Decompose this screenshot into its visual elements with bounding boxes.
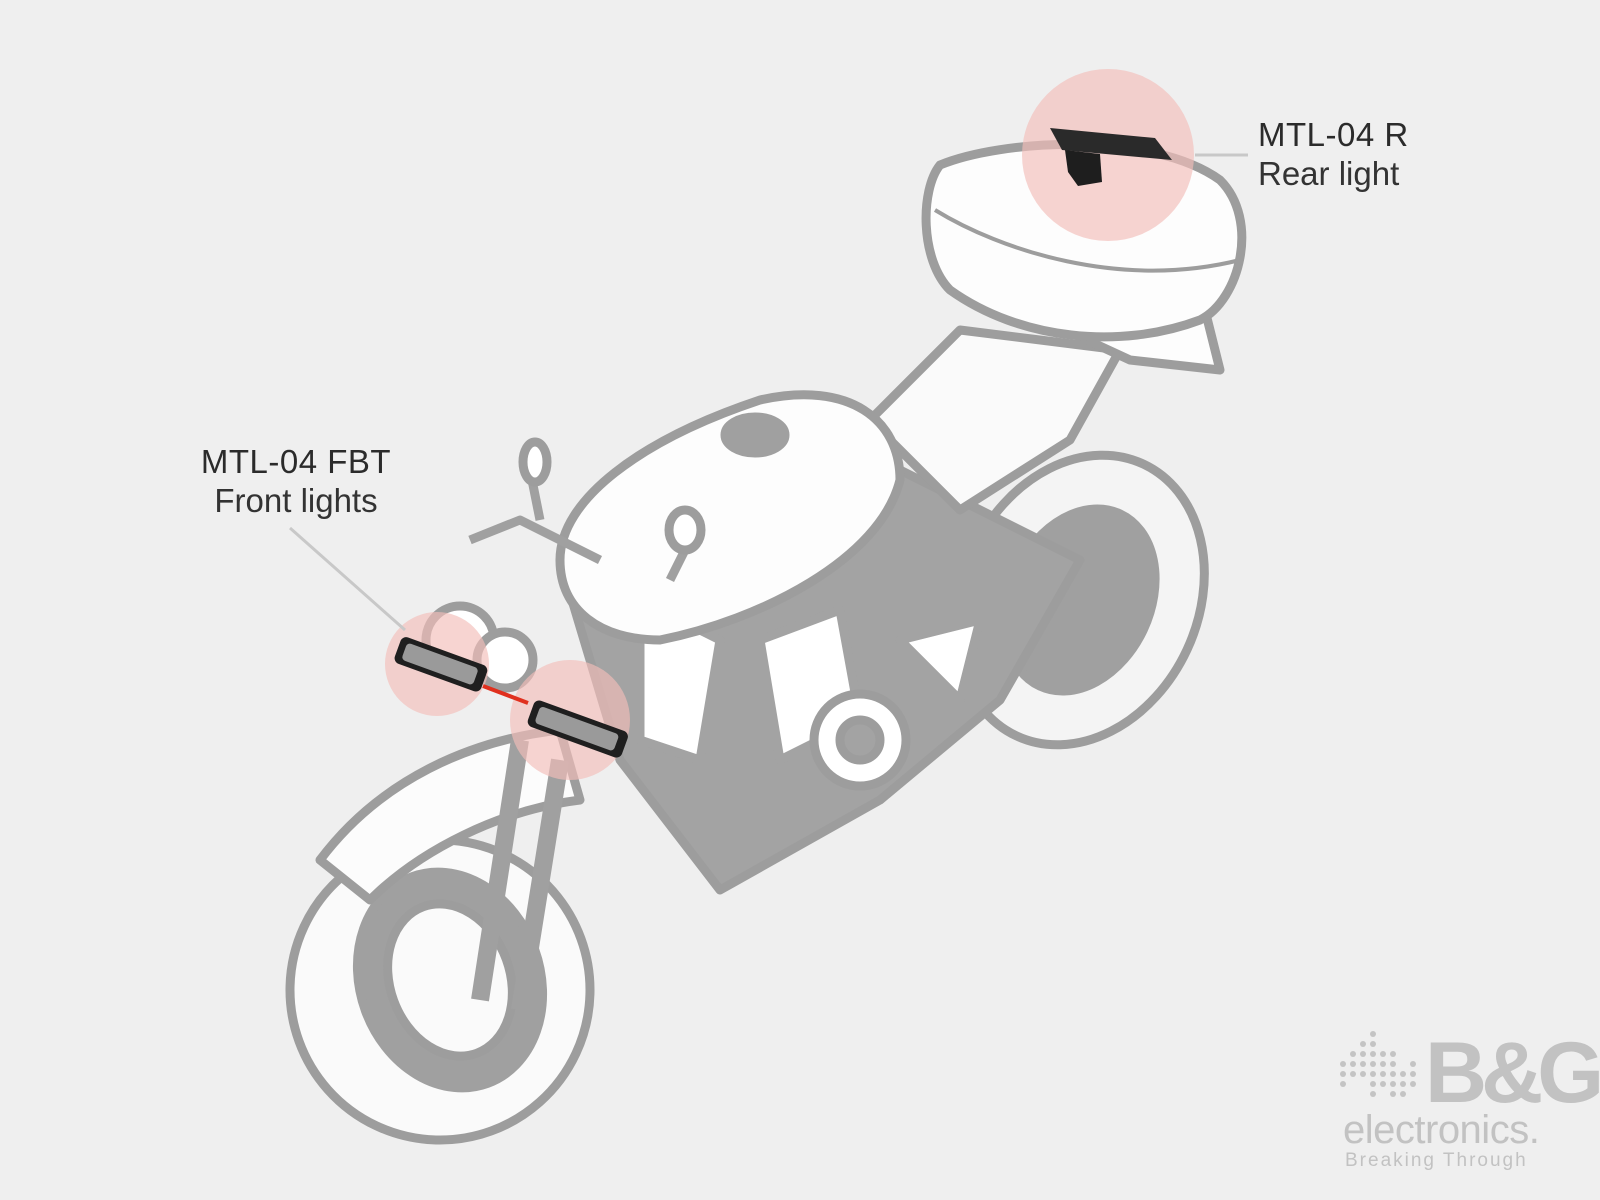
rear-light-label: MTL-04 R Rear light <box>1258 115 1409 193</box>
rear-light-highlight <box>1022 69 1194 241</box>
front-lights-model: MTL-04 FBT <box>200 443 392 480</box>
brand-logo: B&G electronics. Breaking Through <box>1335 1030 1600 1180</box>
logo-dots-icon <box>1340 1031 1416 1097</box>
logo-brand: B&G <box>1425 1025 1600 1121</box>
wire <box>482 684 529 705</box>
logo-name: electronics. <box>1343 1108 1540 1152</box>
seat <box>865 325 1125 515</box>
front-leader-line <box>289 526 406 632</box>
rear-light-model: MTL-04 R <box>1258 116 1409 153</box>
front-light-right <box>527 700 628 758</box>
fuel-tank <box>555 390 905 645</box>
rear-light-description: Rear light <box>1258 155 1400 192</box>
front-lights-label: MTL-04 FBT Front lights <box>196 442 396 520</box>
front-light-left <box>394 637 488 692</box>
rear-light-product <box>1050 128 1172 186</box>
front-lights-description: Front lights <box>214 482 378 519</box>
logo-tagline: Breaking Through <box>1345 1150 1528 1171</box>
